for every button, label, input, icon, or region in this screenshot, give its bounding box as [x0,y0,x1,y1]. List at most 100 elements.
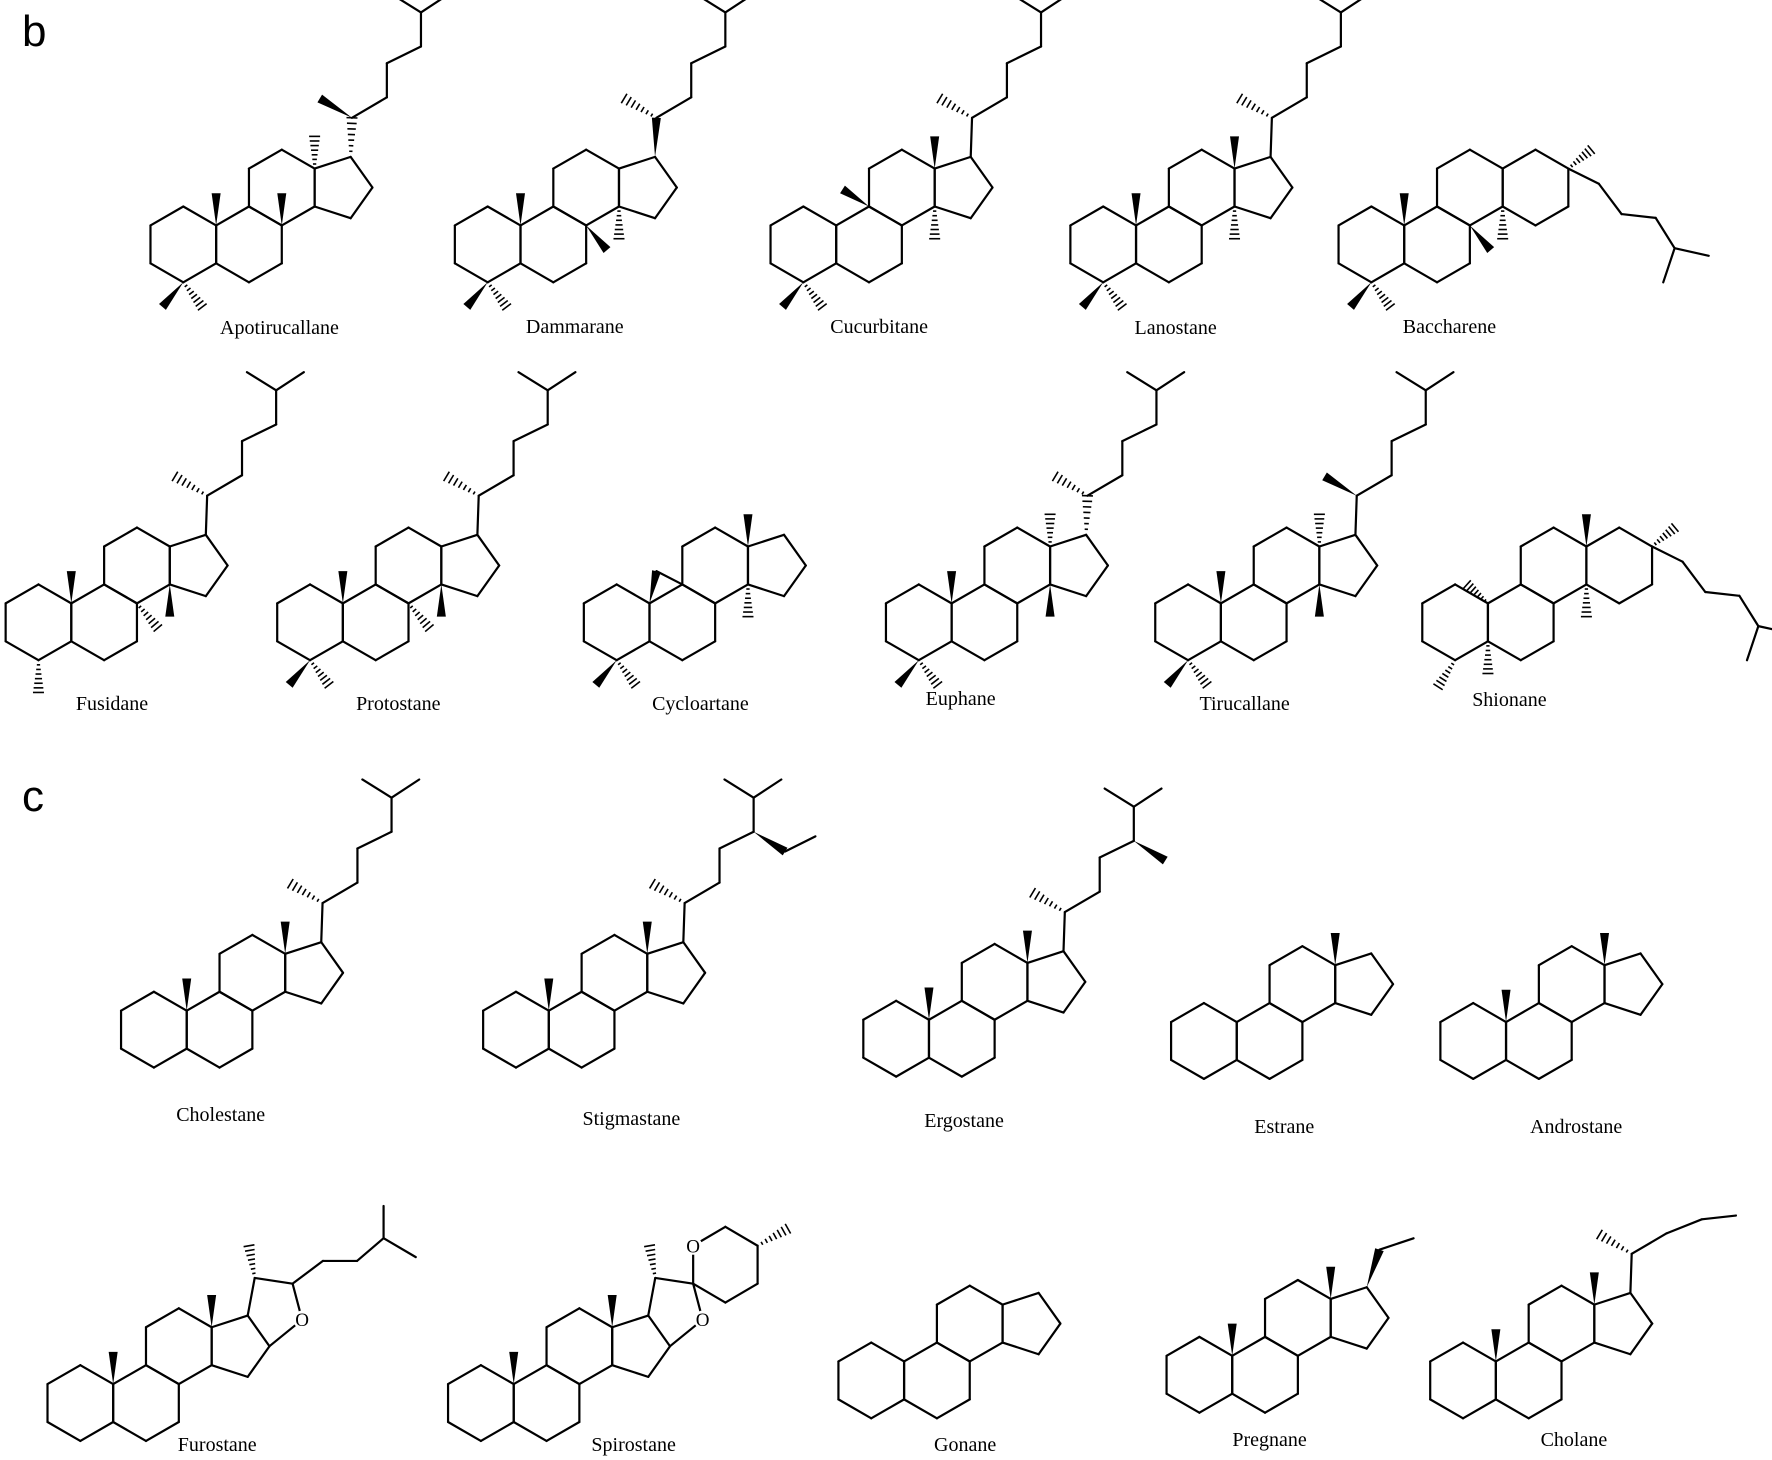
hashed-bond [1044,513,1056,543]
ring-b [1486,640,1522,662]
ring-c [585,148,621,170]
ring-a [802,262,838,284]
ring-a [1370,262,1406,284]
ring-a [46,1364,82,1386]
wedge-bond [1501,989,1511,1023]
bond [969,116,974,158]
ring-c [135,526,171,548]
ring-b [185,990,221,1012]
ring-c [968,1284,1004,1306]
ring-c [585,205,621,227]
ring-c [177,1364,213,1386]
ring-b [185,1047,221,1069]
wedge-bond [1230,136,1240,169]
ring-d [284,990,323,1005]
structure-label: Shionane [1472,689,1547,712]
structure-label: Dammarane [525,315,624,338]
bond [655,96,693,119]
wedge-bond [586,225,611,253]
ring-b [935,1398,971,1420]
ring-c [1560,1341,1596,1363]
ring-a [1169,1058,1206,1080]
ring-a [1337,205,1373,227]
hashed-bond [648,878,682,903]
bond [752,778,783,799]
hashed-bond [442,471,476,495]
ring-d [1603,952,1642,967]
ring-a [446,1420,482,1443]
ring-a [615,583,651,605]
ring-c [374,583,410,605]
hashed-bond [171,471,205,495]
wedge-bond [894,660,919,688]
ring-a [769,262,805,284]
bond [361,778,393,799]
ring-d [617,155,657,170]
ring-d [1269,155,1294,189]
hashed-bond [742,588,754,618]
wedge-bond [1216,571,1226,604]
bond [1318,0,1342,14]
wedge-bond [924,987,934,1020]
wedge-bond [516,193,526,226]
ring-a [1198,1335,1234,1357]
wedge-bond [277,193,287,226]
ring-c [681,583,717,605]
ring-d [969,186,994,220]
ring-d [682,941,707,974]
bond [390,778,421,799]
ring-a [1202,1001,1238,1024]
structure-label: Cholestane [176,1104,266,1127]
ring-a [1454,583,1490,605]
ring-a [119,1047,155,1069]
structure-gonane [837,1284,1062,1420]
ring-a [1472,1001,1508,1024]
structure-label: Androstane [1530,1115,1623,1138]
structure-label: Estrane [1254,1115,1315,1138]
ring-b [1231,1392,1267,1414]
ring-a [37,640,73,662]
bond [1121,423,1158,443]
ring-a [182,262,218,284]
ring-a [1337,262,1373,284]
wedge-bond [1366,1248,1384,1288]
ring-d [476,564,501,598]
ring-b [545,1420,581,1443]
ring-c [103,526,139,548]
structure-cucurbitane [769,0,1062,311]
ring-b [1403,205,1439,227]
ring-c [1527,1284,1563,1306]
ring-c [983,526,1019,548]
oxygen-atom-label: O [295,1310,309,1331]
bond [1665,1218,1703,1235]
structure-label: Tirucallane [1199,692,1290,715]
hashed-bond [1595,1229,1629,1253]
ring-a [37,583,73,605]
ring-a [4,640,40,662]
structure-label: Spirostane [591,1433,676,1456]
wedge-bond [1600,932,1610,966]
ring-c [1200,205,1236,227]
wedge-bond [285,660,311,688]
structure-stigmastane [482,778,817,1069]
bond [1681,560,1707,594]
structure-furostane: O [46,1204,417,1443]
ring-a [1186,640,1223,662]
ring-d [646,941,685,955]
ring-d [349,155,374,189]
bond [1757,625,1772,631]
ring-a [482,990,518,1012]
bond [321,881,359,905]
ring-b [648,640,684,662]
ring-d [1233,155,1272,170]
hashed-bond [488,284,512,311]
ring-c [578,1307,614,1329]
structure-label: Stigmastane [582,1107,681,1130]
ring-a [149,205,185,227]
bond [245,371,278,392]
hashed-bond [1029,887,1062,912]
ring-a [479,1364,515,1386]
ring-a [308,583,344,605]
ring-c [867,148,903,170]
